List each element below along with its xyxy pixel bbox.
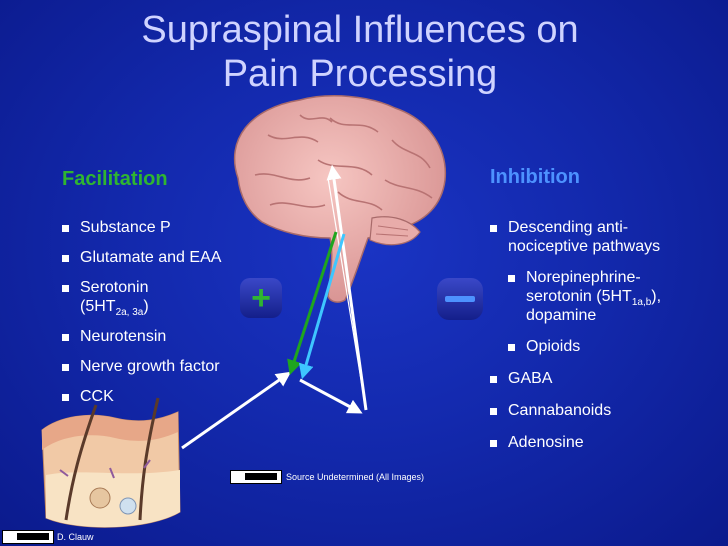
title-line-1: Supraspinal Influences on	[141, 9, 579, 51]
list-item: Opioids	[508, 337, 710, 356]
list-item: Substance P	[62, 218, 221, 237]
inhibition-arrow	[298, 233, 346, 380]
public-domain-badge-icon	[2, 530, 54, 544]
list-item: Neurotensin	[62, 327, 221, 346]
source-text: Source Undetermined (All Images)	[286, 472, 425, 482]
minus-sign	[437, 278, 483, 320]
list-item: Descending anti- nociceptive pathways No…	[490, 218, 710, 356]
skin-cross-section-image	[41, 397, 181, 528]
plus-sign: +	[240, 278, 282, 318]
ascending-arrow	[326, 164, 368, 411]
title-line-2: Pain Processing	[222, 53, 498, 95]
list-item: Glutamate and EAA	[62, 248, 221, 267]
nore-subtypes: 1a,b	[631, 297, 652, 309]
nore-line-2: serotonin (5HT	[526, 288, 632, 305]
serotonin-receptor: (5HT	[80, 298, 116, 315]
descending-line-2: nociceptive pathways	[508, 238, 661, 255]
facilitation-arrow	[287, 231, 338, 376]
inhibition-list: Descending anti- nociceptive pathways No…	[490, 218, 710, 465]
list-item: Norepinephrine- serotonin (5HT1a,b), dop…	[508, 268, 710, 325]
facilitation-heading: Facilitation	[62, 168, 168, 190]
list-item: Serotonin (5HT2a, 3a)	[62, 278, 221, 319]
facilitation-list: Substance P Glutamate and EAA Serotonin …	[62, 218, 221, 417]
inhibition-heading: Inhibition	[490, 166, 580, 188]
serotonin-subtypes: 2a, 3a	[115, 307, 144, 319]
slide-title: Supraspinal Influences on Pain Processin…	[60, 8, 660, 96]
spinal-arrow	[299, 378, 363, 414]
list-item: Cannabanoids	[490, 401, 710, 420]
serotonin-close: )	[143, 298, 149, 315]
nore-line-1: Norepinephrine-	[526, 269, 641, 286]
descending-line-1: Descending anti-	[508, 219, 629, 236]
image-source: Source Undetermined (All Images)	[230, 470, 424, 484]
list-item: Adenosine	[490, 433, 710, 452]
descending-sublist: Norepinephrine- serotonin (5HT1a,b), dop…	[508, 268, 710, 356]
nore-line-3: dopamine	[526, 307, 597, 324]
list-item: CCK	[62, 387, 221, 406]
public-domain-badge-icon	[230, 470, 282, 484]
serotonin-label: Serotonin	[80, 279, 149, 296]
brain-image	[233, 95, 447, 303]
list-item: GABA	[490, 369, 710, 388]
nore-close: ),	[651, 288, 662, 305]
list-item: Nerve growth factor	[62, 357, 221, 376]
author-credit: D. Clauw	[2, 530, 94, 544]
minus-bar	[445, 296, 475, 302]
credit-text: D. Clauw	[57, 532, 94, 542]
